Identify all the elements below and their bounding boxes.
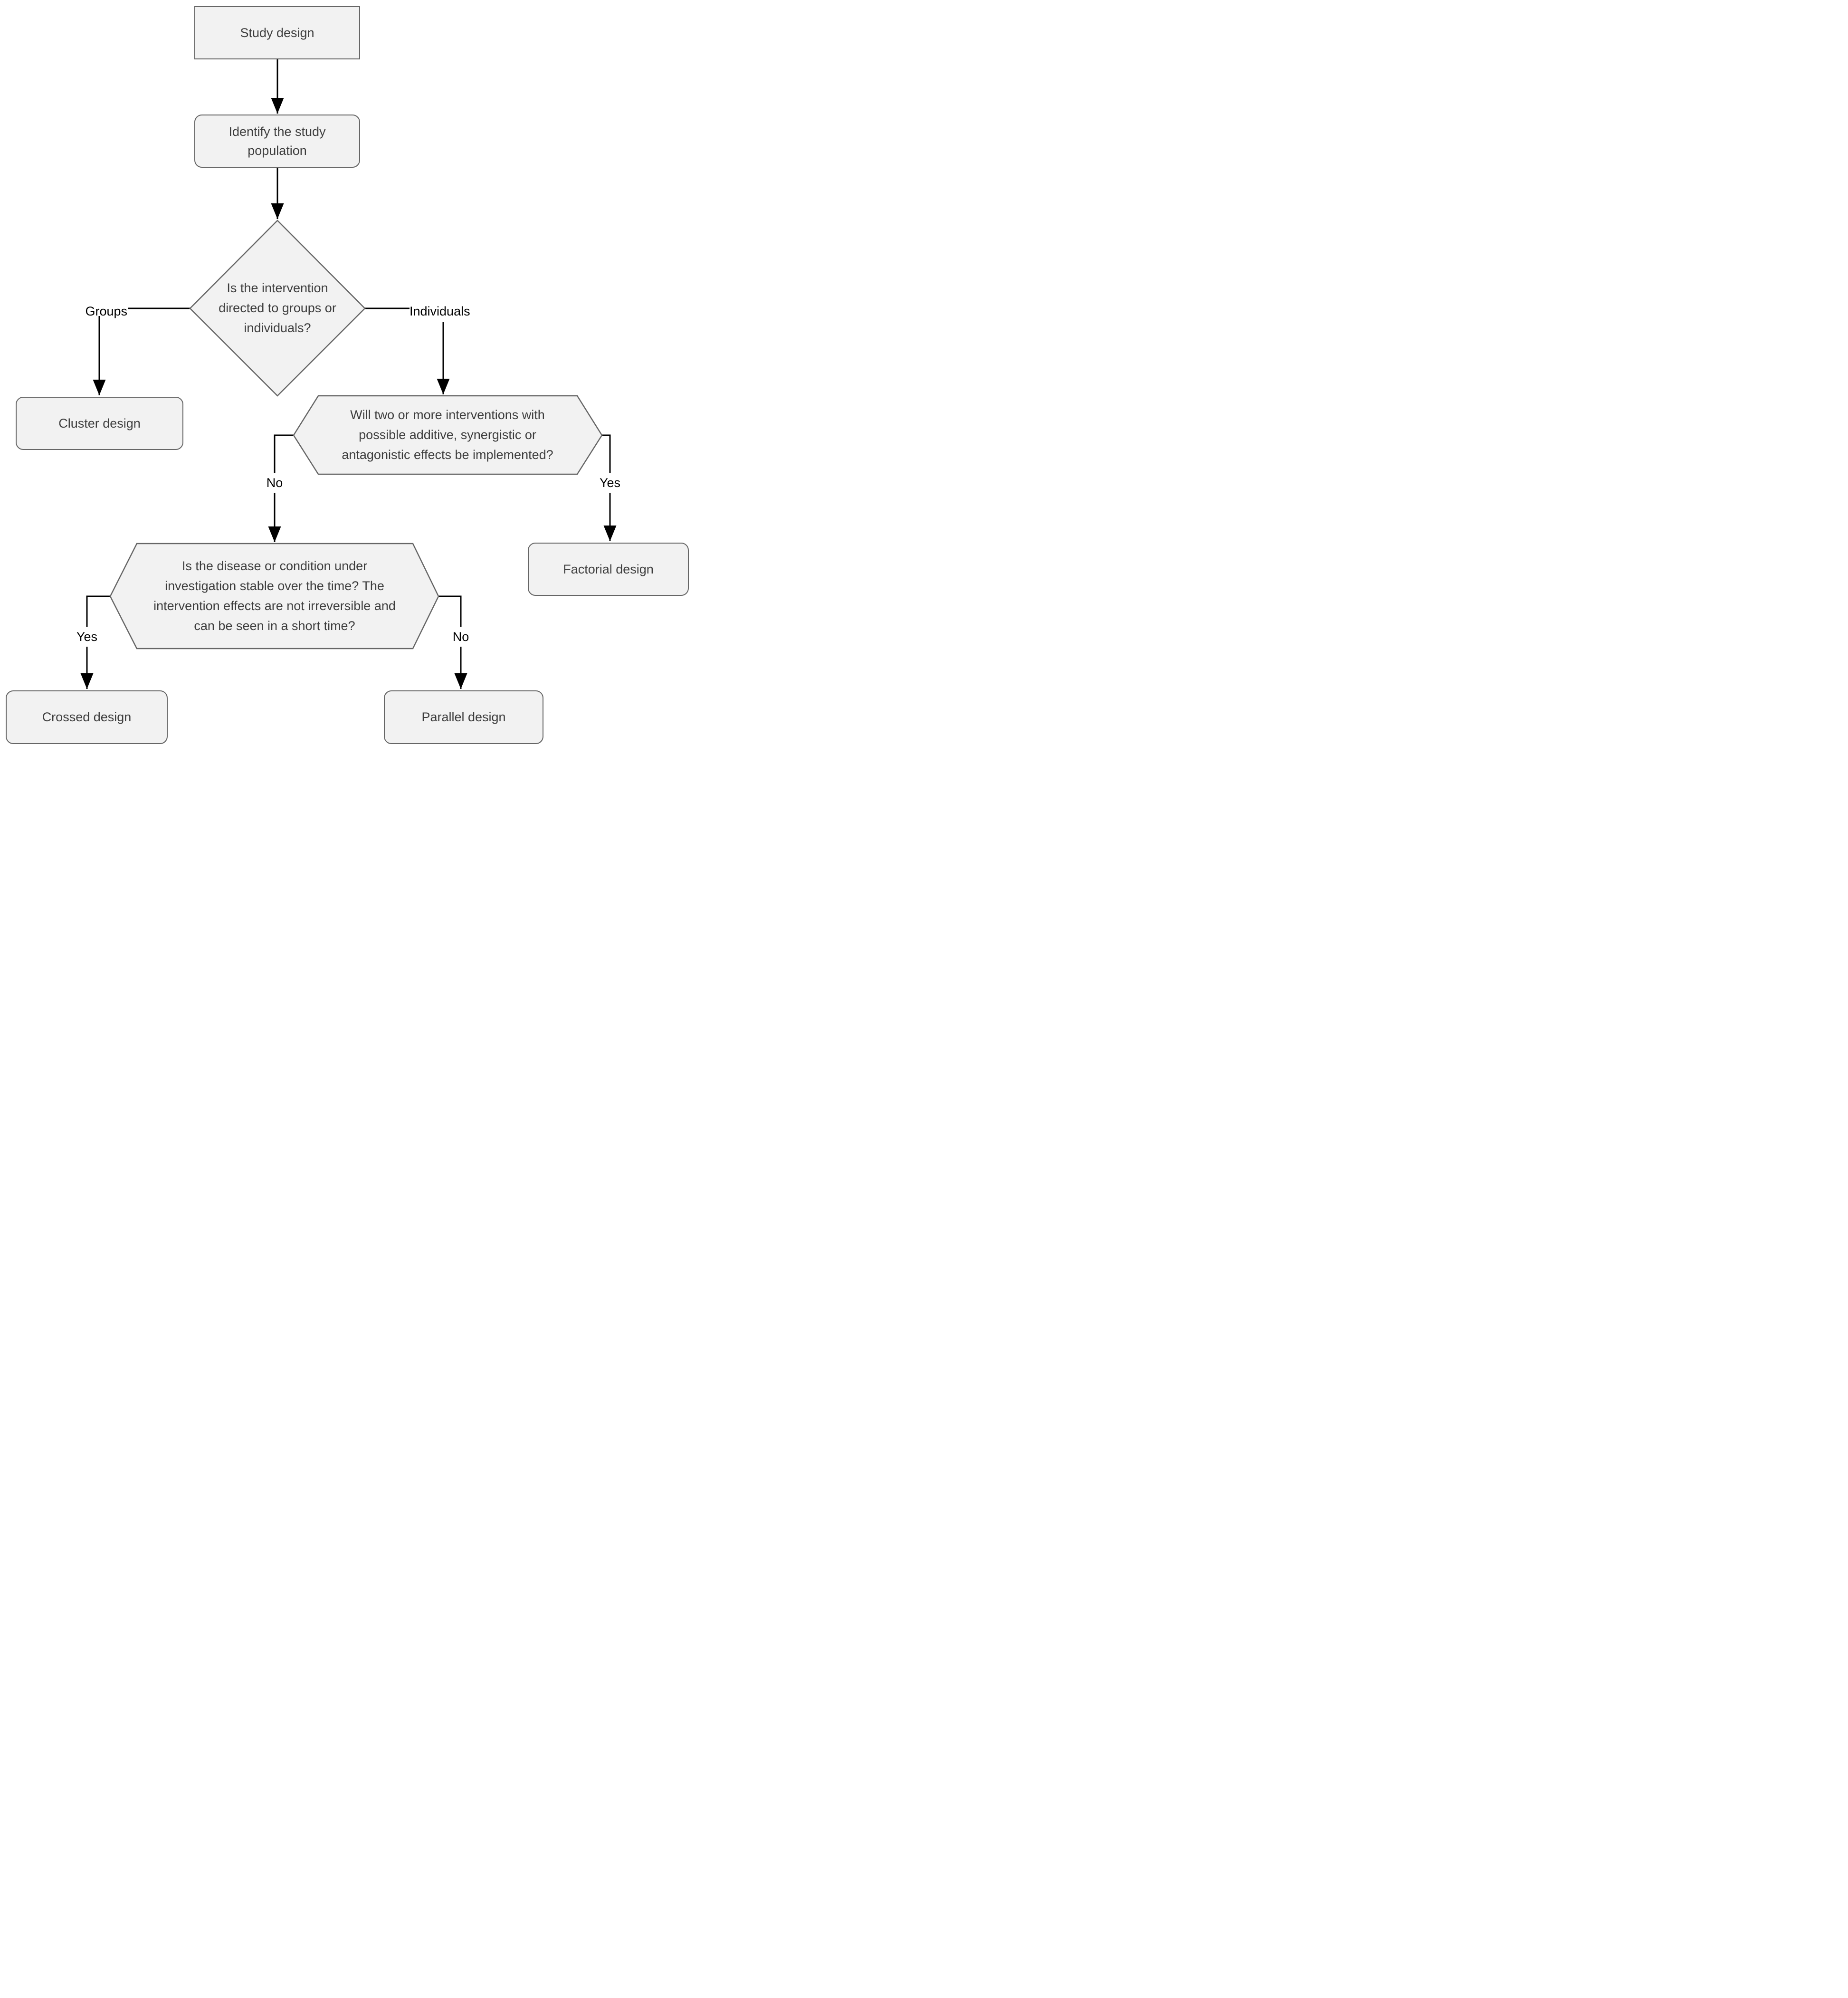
flowchart-edges-layer	[80, 59, 617, 689]
edge-label-yes-stable: Yes	[68, 627, 106, 647]
node-cluster-design: Cluster design	[16, 397, 183, 450]
node-identify-population: Identify the study population	[194, 115, 360, 168]
node-factorial-design: Factorial design	[528, 543, 689, 596]
edge-label-no-stable: No	[444, 627, 477, 647]
edge-label-groups: Groups	[85, 304, 127, 318]
arrow-yes-to-crossed	[80, 595, 110, 689]
node-crossed-design: Crossed design	[6, 690, 168, 744]
arrow-no-to-parallel	[438, 595, 467, 689]
node-parallel-design: Parallel design	[384, 690, 543, 744]
edge-label-no-interventions: No	[258, 473, 291, 493]
diamond-intervention-target	[189, 220, 366, 397]
node-study-design: Study design	[194, 6, 360, 59]
flowchart-canvas: Study design Identify the study populati…	[0, 0, 692, 748]
edge-label-yes-interventions: Yes	[591, 473, 629, 493]
arrow-yes-to-factorial	[602, 434, 617, 541]
hexagon-interventions-decision	[293, 395, 603, 475]
arrow-no-to-stability	[268, 434, 294, 542]
hexagon-stability-decision	[109, 543, 439, 650]
edge-label-individuals: Individuals	[410, 304, 470, 318]
